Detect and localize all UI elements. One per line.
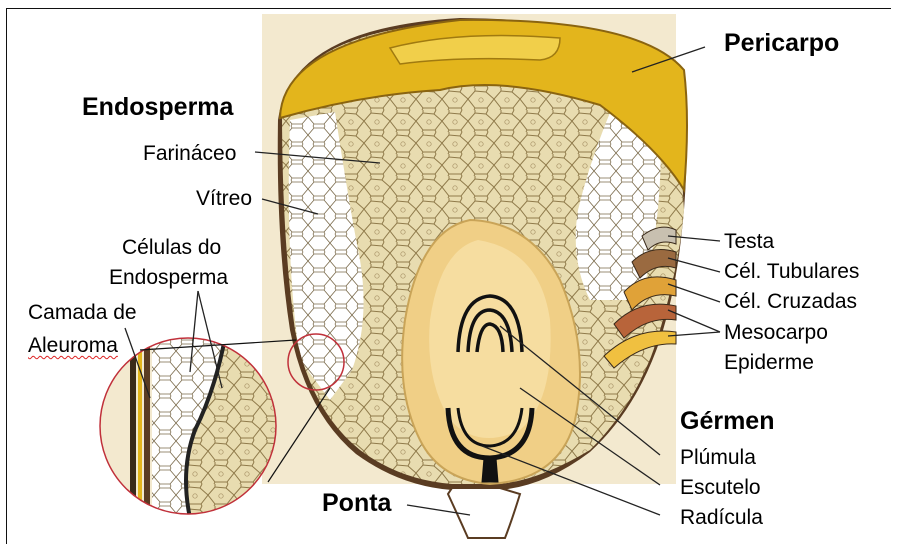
label-camada-line2: Aleuroma xyxy=(28,334,118,358)
label-ponta: Ponta xyxy=(322,491,391,515)
label-pericarpo: Pericarpo xyxy=(724,31,839,55)
label-endosperma: Endosperma xyxy=(82,95,233,119)
label-celulas-line1: Células do xyxy=(122,236,221,260)
label-plumula: Plúmula xyxy=(680,446,756,470)
label-camada-line1: Camada de xyxy=(28,301,137,325)
label-epiderme: Epiderme xyxy=(724,351,814,375)
label-radicula: Radícula xyxy=(680,506,763,530)
label-germen: Gérmen xyxy=(680,409,774,433)
label-escutelo: Escutelo xyxy=(680,476,761,500)
label-testa: Testa xyxy=(724,230,774,254)
label-mesocarpo: Mesocarpo xyxy=(724,321,828,345)
label-cel-tubulares: Cél. Tubulares xyxy=(724,260,859,284)
label-cel-cruzadas: Cél. Cruzadas xyxy=(724,290,857,314)
label-farinaceo: Farináceo xyxy=(143,142,236,166)
magnified-detail xyxy=(100,338,280,518)
label-celulas-line2: Endosperma xyxy=(109,266,228,290)
label-vitreo: Vítreo xyxy=(196,187,252,211)
